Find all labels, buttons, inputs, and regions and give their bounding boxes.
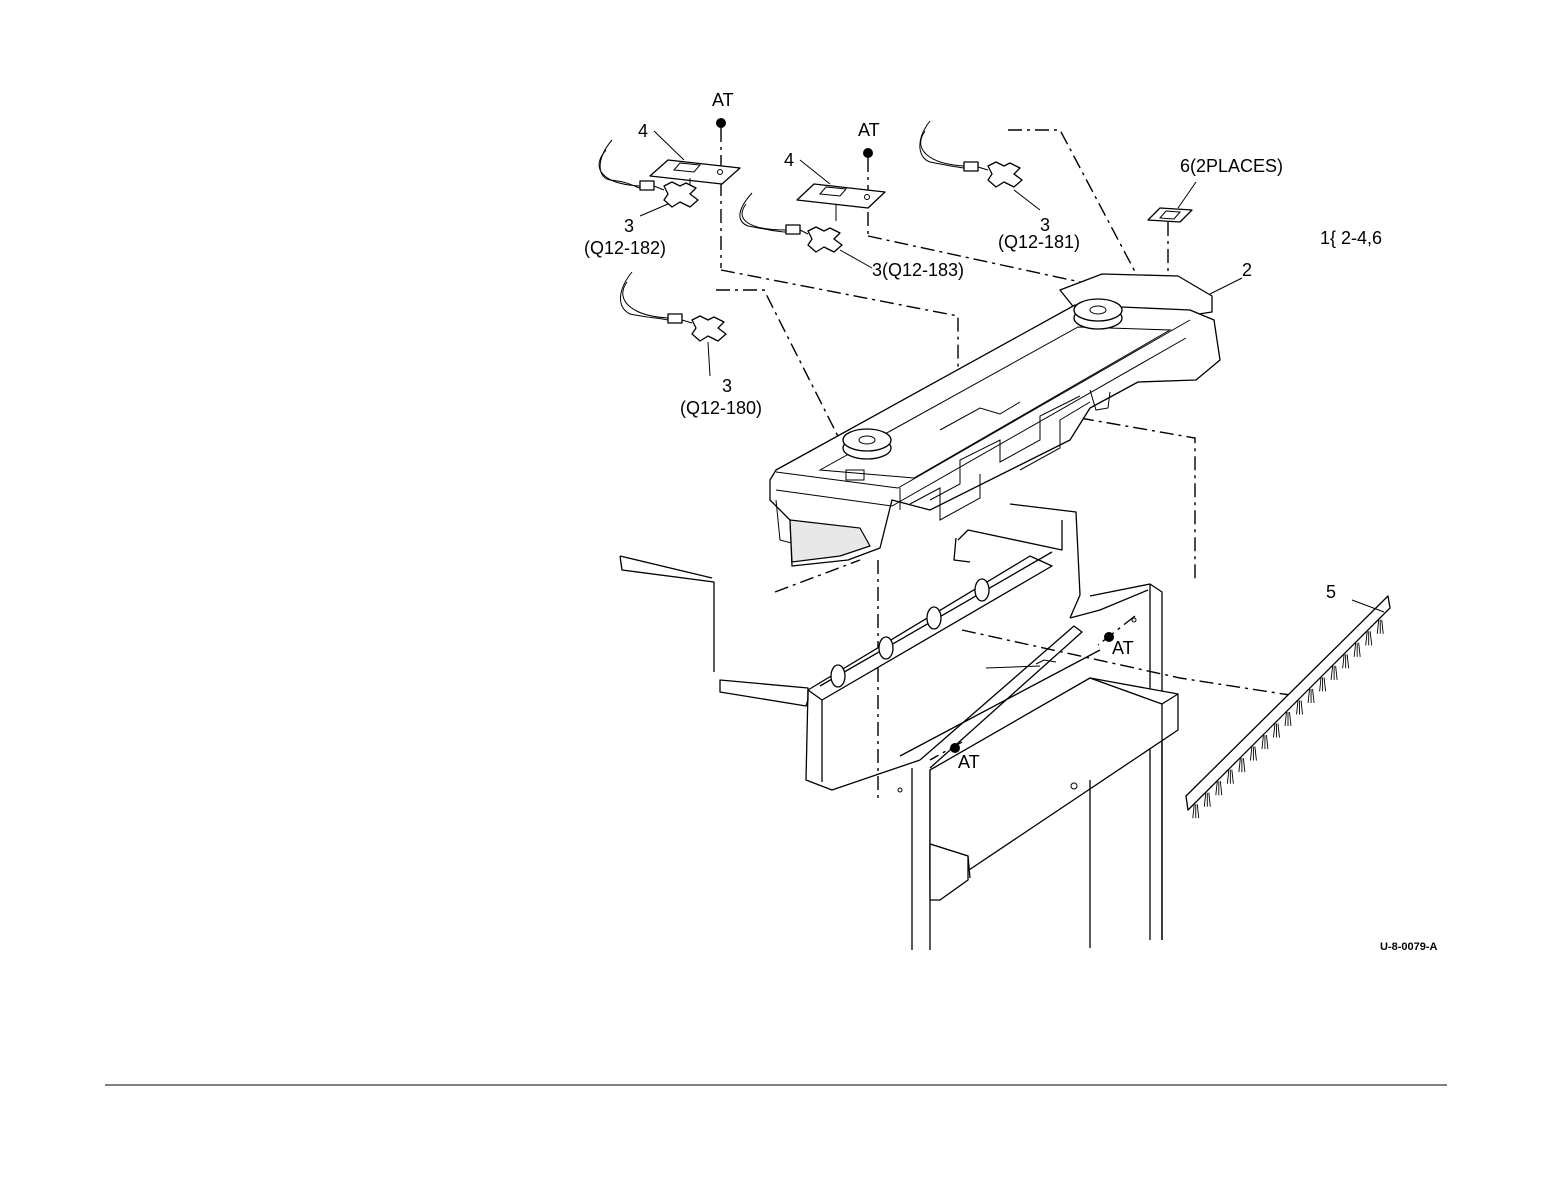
brush-bristle	[1324, 677, 1326, 691]
brush-bristle	[1255, 747, 1257, 761]
item-3-label-center: 3(Q12-183)	[872, 260, 964, 280]
brush-bristle	[1227, 770, 1229, 784]
item-6-label: 6(2PLACES)	[1180, 156, 1283, 176]
brush-bristle	[1290, 712, 1292, 726]
sensor-q12-181	[920, 121, 1022, 187]
at-point-top-left	[716, 118, 726, 128]
lower-frame	[620, 504, 1178, 950]
item-3-label-left: 3	[624, 216, 634, 236]
item-3-code-right: (Q12-181)	[998, 232, 1080, 252]
brush-bristle	[1354, 643, 1356, 657]
brush-bristle	[1336, 666, 1338, 680]
brush-bristle	[1377, 620, 1379, 634]
item-3-label-lower: 3	[722, 376, 732, 396]
brush-bristle	[1359, 643, 1361, 657]
pad-6	[1148, 208, 1192, 222]
static-brush-5	[1186, 596, 1390, 818]
brush-bristle	[1273, 724, 1275, 738]
item-3-code-lower: (Q12-180)	[680, 398, 762, 418]
at-label-right: AT	[1112, 638, 1134, 658]
at-label-top-left: AT	[712, 90, 734, 110]
brush-bristle	[1243, 758, 1245, 772]
brush-bristle	[1232, 770, 1234, 784]
brush-bristle	[1239, 758, 1241, 772]
brush-bristle	[1216, 781, 1218, 795]
brush-bristle	[1262, 735, 1264, 749]
brush-bristle	[1204, 793, 1206, 807]
brush-bristle	[1193, 804, 1195, 818]
brush-bristle	[1209, 793, 1211, 807]
at-point-top-center	[863, 148, 873, 158]
brush-bristle	[1366, 631, 1368, 645]
brush-bristle	[1285, 712, 1287, 726]
bracket-4-left	[650, 160, 740, 187]
at-label-top-center: AT	[858, 120, 880, 140]
item-2-label: 2	[1242, 260, 1252, 280]
brush-bristle	[1331, 666, 1333, 680]
brush-bristle	[1343, 654, 1345, 668]
brush-bristle	[1308, 689, 1310, 703]
brush-bristle	[1297, 700, 1299, 714]
item-3-code-left: (Q12-182)	[584, 238, 666, 258]
item-4-label-center: 4	[784, 150, 794, 170]
item-5-label: 5	[1326, 582, 1336, 602]
main-assembly-2	[770, 274, 1220, 566]
brush-bristle	[1197, 804, 1199, 818]
brush-bristle	[1220, 781, 1222, 795]
sensor-q12-180	[621, 272, 727, 341]
brush-bristle	[1382, 620, 1384, 634]
kit-note: 1{ 2-4,6	[1320, 228, 1382, 248]
brush-bristle	[1301, 700, 1303, 714]
brush-bristle	[1250, 747, 1252, 761]
brush-bristle	[1313, 689, 1315, 703]
brush-bristle	[1266, 735, 1268, 749]
at-label-bottom: AT	[958, 752, 980, 772]
bracket-4-center	[797, 184, 885, 221]
brush-bristle	[1320, 677, 1322, 691]
brush-bristle	[1347, 654, 1349, 668]
figure-id: U-8-0079-A	[1380, 941, 1438, 953]
brush-bristle	[1370, 631, 1372, 645]
item-4-label-left: 4	[638, 121, 648, 141]
brush-bristle	[1278, 724, 1280, 738]
